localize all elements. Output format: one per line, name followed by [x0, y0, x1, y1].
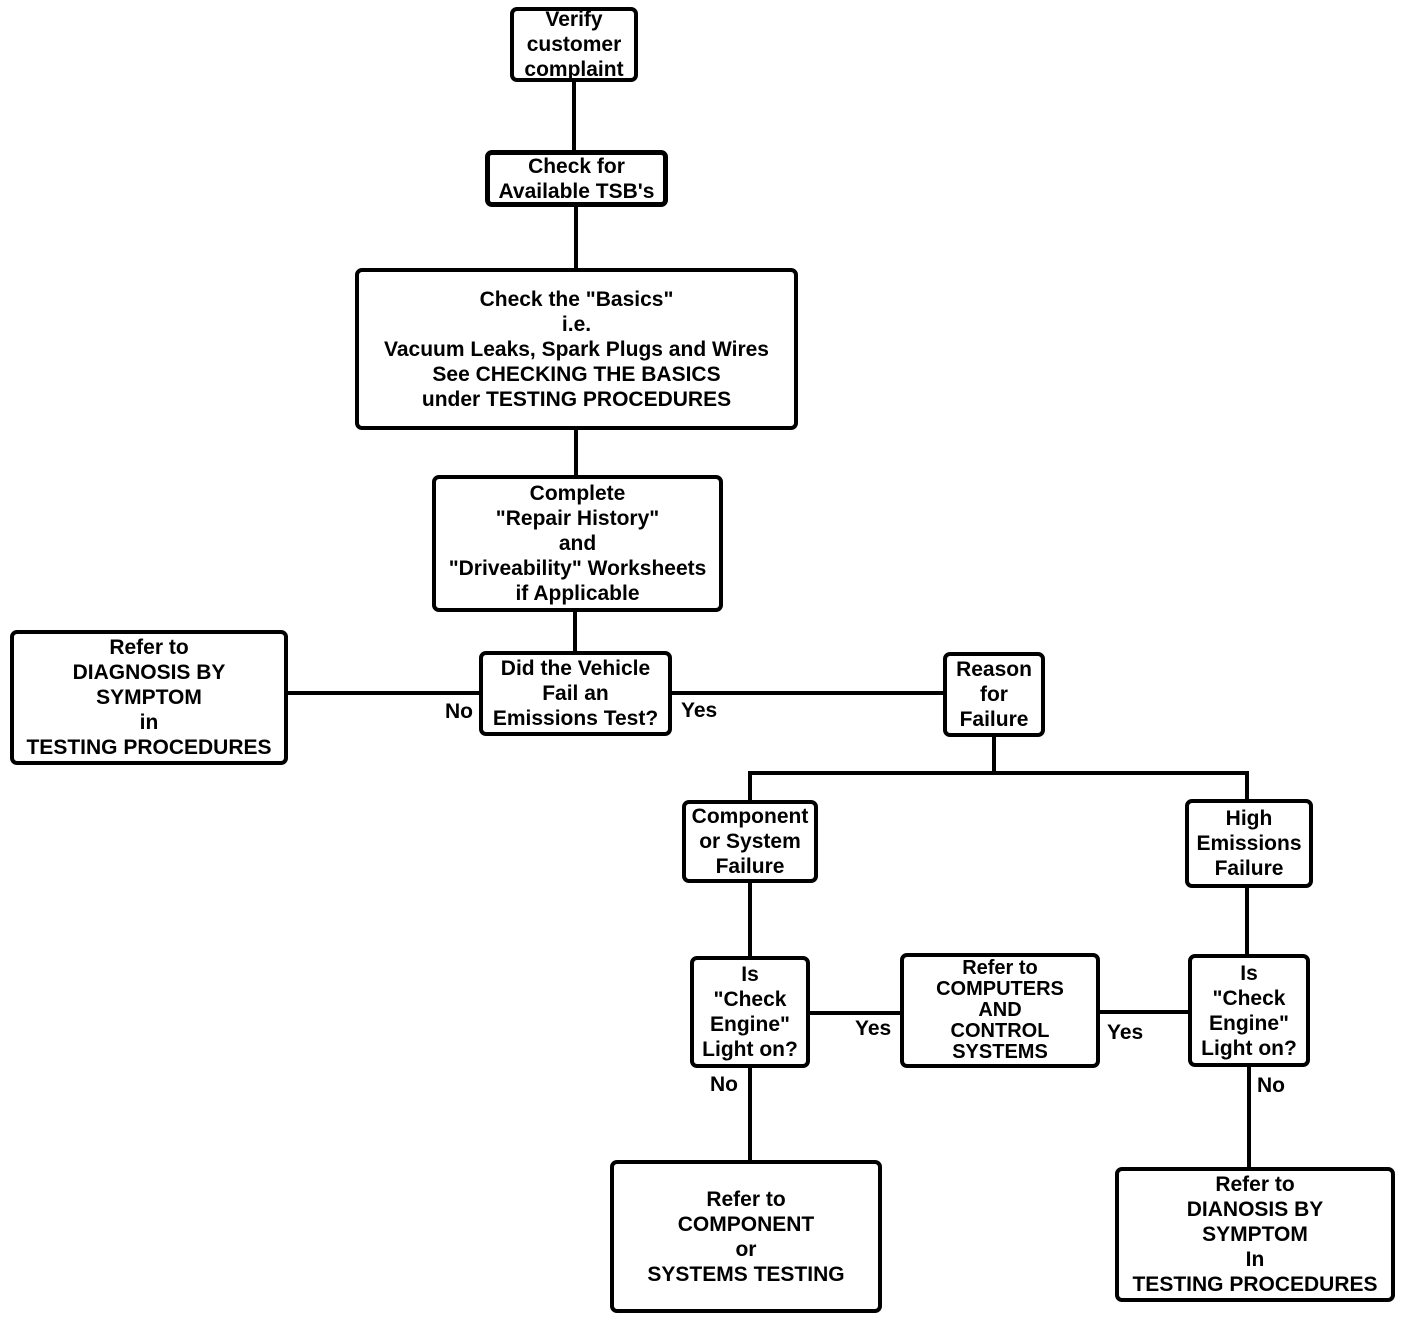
connector-check-engine-right-yes — [1100, 1010, 1188, 1014]
edge-label-emissions-no: No — [445, 700, 473, 723]
node-check-engine-light-left: Is "Check Engine" Light on? — [690, 956, 810, 1068]
connector-high-emissions-to-check-engine — [1245, 888, 1249, 954]
connector-basics-to-worksheets — [574, 430, 578, 475]
connector-split-to-high-emissions — [1245, 771, 1249, 799]
connector-reason-split-bar — [748, 771, 1249, 775]
connector-emissions-test-no — [288, 691, 479, 695]
connector-component-failure-to-check-engine — [748, 883, 752, 956]
connector-worksheets-to-emissions-test — [573, 612, 577, 651]
connector-tsb-to-basics — [574, 207, 578, 268]
edge-label-check-engine-left-yes: Yes — [855, 1017, 892, 1040]
edge-label-check-engine-left-no: No — [710, 1073, 738, 1096]
connector-verify-to-tsb — [572, 82, 576, 150]
connector-reason-down — [992, 737, 996, 775]
node-refer-diagnosis-symptom: Refer to DIAGNOSIS BY SYMPTOM in TESTING… — [10, 630, 288, 765]
connector-split-to-component-failure — [748, 771, 752, 800]
connector-check-engine-right-no — [1247, 1067, 1251, 1167]
edge-label-check-engine-right-no: No — [1257, 1074, 1285, 1097]
connector-check-engine-left-no — [748, 1068, 752, 1160]
node-dianosis-symptom: Refer to DIANOSIS BY SYMPTOM In TESTING … — [1115, 1167, 1395, 1302]
connector-check-engine-left-yes — [810, 1011, 900, 1015]
node-verify-complaint: Verify customer complaint — [510, 7, 638, 82]
node-check-tsb: Check for Available TSB's — [485, 150, 668, 207]
edge-label-check-engine-right-yes: Yes — [1107, 1021, 1144, 1044]
node-component-system-failure: Component or System Failure — [682, 800, 818, 883]
node-complete-worksheets: Complete "Repair History" and "Driveabil… — [432, 475, 723, 612]
node-check-engine-light-right: Is "Check Engine" Light on? — [1188, 954, 1310, 1067]
node-emissions-test-decision: Did the Vehicle Fail an Emissions Test? — [479, 651, 672, 736]
node-reason-for-failure: Reason for Failure — [943, 652, 1045, 737]
edge-label-emissions-yes: Yes — [681, 699, 718, 722]
node-check-basics: Check the "Basics" i.e. Vacuum Leaks, Sp… — [355, 268, 798, 430]
node-computers-control-systems: Refer to COMPUTERS AND CONTROL SYSTEMS — [900, 953, 1100, 1068]
connector-emissions-test-yes — [672, 691, 943, 695]
node-high-emissions-failure: High Emissions Failure — [1185, 799, 1313, 888]
node-component-systems-testing: Refer to COMPONENT or SYSTEMS TESTING — [610, 1160, 882, 1313]
